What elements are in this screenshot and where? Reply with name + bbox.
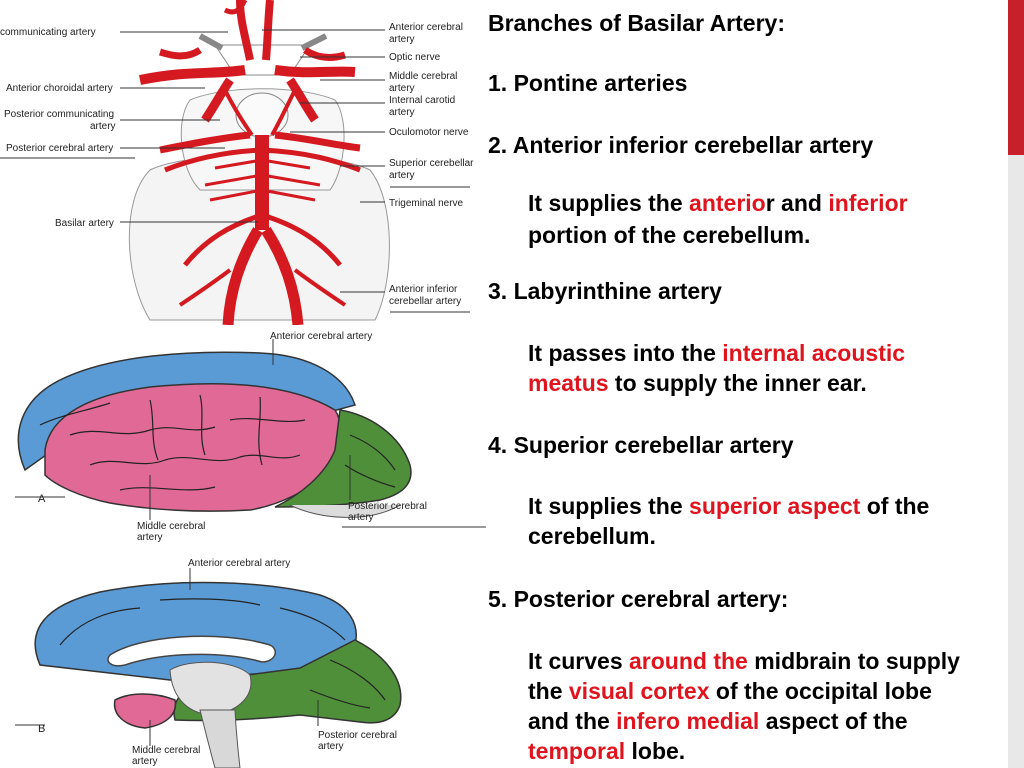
label-pca-lateral: Posterior cerebral xyxy=(348,501,427,512)
list-item-sca: 4. Superior cerebellar artery xyxy=(488,432,794,458)
aica-description-line1: It supplies the anterior and inferior xyxy=(528,190,908,216)
medial-brain-diagram: Anterior cerebral artery Middle cerebral… xyxy=(15,558,402,768)
label-posterior-cerebral-artery: Posterior cerebral artery xyxy=(6,143,113,154)
sca-description-line1: It supplies the superior aspect of the xyxy=(528,493,930,519)
label-middle-cerebral: Middle cerebral xyxy=(389,71,457,82)
text-panel: Branches of Basilar Artery: 1. Pontine a… xyxy=(488,0,1002,768)
list-item-pontine: 1. Pontine arteries xyxy=(488,70,688,96)
labyrinthine-description-line1: It passes into the internal acoustic xyxy=(528,340,906,366)
label-aca-medial: Anterior cerebral artery xyxy=(188,558,290,569)
label-basilar-artery: Basilar artery xyxy=(55,218,114,229)
label-oculomotor-nerve: Oculomotor nerve xyxy=(389,127,469,138)
label-anterior-inferior-2: cerebellar artery xyxy=(389,296,461,307)
label-mca-medial-2: artery xyxy=(132,756,158,767)
lateral-brain-diagram: Anterior cerebral artery Middle cerebral… xyxy=(15,331,486,543)
pca-description-line3: and the infero medial aspect of the xyxy=(528,708,908,734)
pca-description-line1: It curves around the midbrain to supply xyxy=(528,648,960,674)
sca-description-line2: cerebellum. xyxy=(528,523,656,549)
label-anterior-cerebral: Anterior cerebral xyxy=(389,22,463,33)
list-item-pca: 5. Posterior cerebral artery: xyxy=(488,586,789,612)
label-mca-lateral-2: artery xyxy=(137,532,163,543)
figure-letter-a: A xyxy=(38,493,46,505)
label-optic-nerve: Optic nerve xyxy=(389,52,441,63)
pca-description-line4: temporal lobe. xyxy=(528,738,686,764)
label-internal-carotid-2: artery xyxy=(389,107,415,118)
basilar-artery-diagram: communicating artery Anterior choroidal … xyxy=(0,0,474,325)
label-pca-medial-2: artery xyxy=(318,741,344,752)
figure-panel: communicating artery Anterior choroidal … xyxy=(0,0,486,768)
label-mca-medial: Middle cerebral xyxy=(132,745,200,756)
label-pca-medial: Posterior cerebral xyxy=(318,730,397,741)
label-aca-lateral: Anterior cerebral artery xyxy=(270,331,372,342)
label-pca-lateral-2: artery xyxy=(348,512,374,523)
label-communicating-artery: communicating artery xyxy=(0,27,96,38)
label-anterior-inferior: Anterior inferior xyxy=(389,284,458,295)
label-anterior-choroidal-artery: Anterior choroidal artery xyxy=(6,83,113,94)
label-superior-cerebellar: Superior cerebellar xyxy=(389,158,474,169)
label-internal-carotid: Internal carotid xyxy=(389,95,455,106)
slide-accent-red xyxy=(1008,0,1024,155)
label-middle-cerebral-2: artery xyxy=(389,83,415,94)
label-mca-lateral: Middle cerebral xyxy=(137,521,205,532)
aica-description-line2: portion of the cerebellum. xyxy=(528,222,811,248)
list-item-labyrinthine: 3. Labyrinthine artery xyxy=(488,278,722,304)
figure-letter-b: B xyxy=(38,723,45,735)
label-posterior-communicating-2: artery xyxy=(90,121,116,132)
labyrinthine-description-line2: meatus to supply the inner ear. xyxy=(528,370,867,396)
heading: Branches of Basilar Artery: xyxy=(488,10,785,36)
label-superior-cerebellar-2: artery xyxy=(389,170,415,181)
label-trigeminal-nerve: Trigeminal nerve xyxy=(389,198,464,209)
label-anterior-cerebral-2: artery xyxy=(389,34,415,45)
slide-accent-bar xyxy=(1008,0,1024,768)
pca-description-line2: the visual cortex of the occipital lobe xyxy=(528,678,932,704)
label-posterior-communicating: Posterior communicating xyxy=(4,109,114,120)
list-item-aica: 2. Anterior inferior cerebellar artery xyxy=(488,132,874,158)
